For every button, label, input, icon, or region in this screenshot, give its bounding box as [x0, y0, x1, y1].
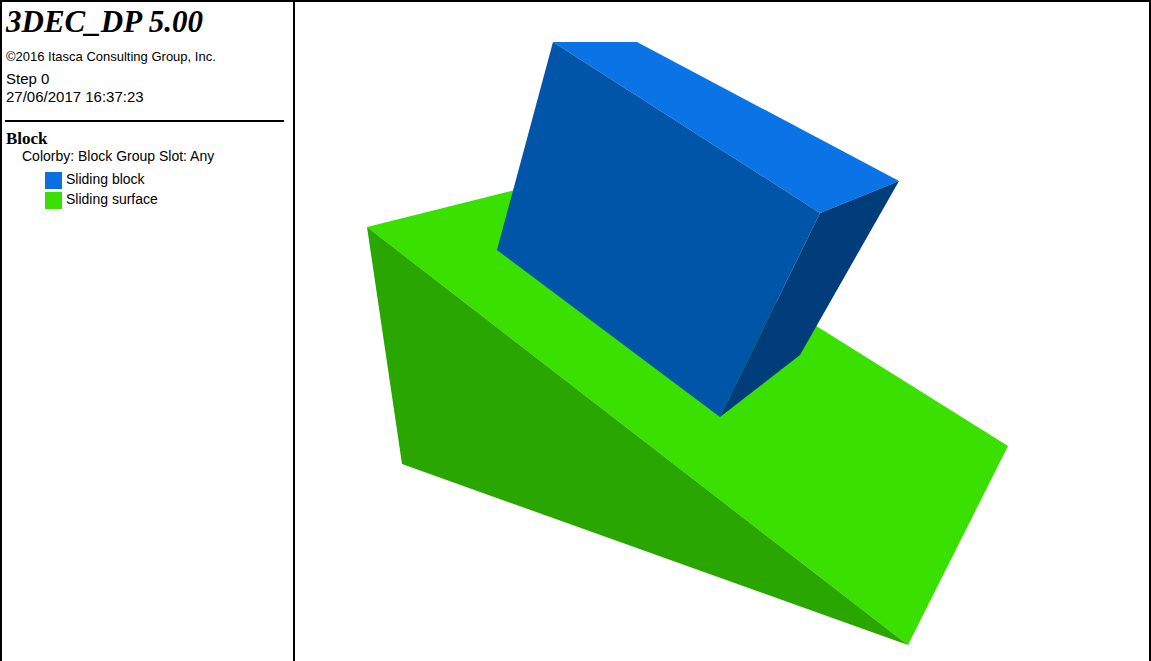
legend-swatch — [45, 172, 62, 189]
header-rule — [5, 120, 284, 122]
timestamp: 27/06/2017 16:37:23 — [6, 88, 144, 105]
frame-line — [0, 0, 1151, 2]
step-count: Step 0 — [6, 70, 49, 87]
legend-text: Sliding surface — [66, 191, 158, 207]
frame-line — [1149, 0, 1151, 661]
legend-heading: Block — [6, 129, 48, 149]
legend-text: Sliding block — [66, 171, 145, 187]
colorby-note: Colorby: Block Group Slot: Any — [22, 148, 214, 164]
block-side-face — [720, 181, 899, 417]
legend-swatch — [45, 192, 62, 209]
software-title: 3DEC_DP 5.00 — [6, 4, 203, 40]
copyright-note: ©2016 Itasca Consulting Group, Inc. — [6, 49, 216, 64]
frame-line — [0, 0, 2, 661]
frame-divider — [293, 0, 295, 661]
